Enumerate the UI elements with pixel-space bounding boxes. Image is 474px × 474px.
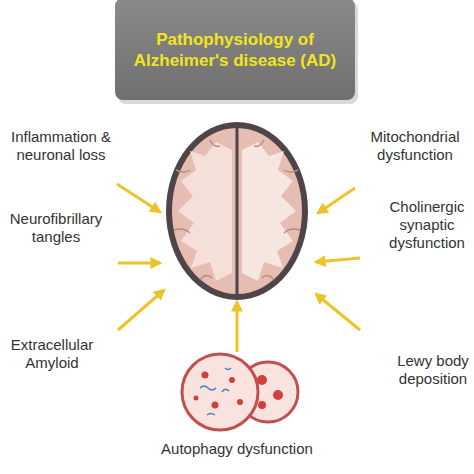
mechanism-label: Autophagy dysfunction (127, 440, 347, 458)
pointer-arrows (117, 184, 360, 352)
autophagy-cell (182, 354, 298, 430)
mechanism-label: Neurofibrillary tangles (0, 210, 112, 246)
mechanism-label: Lewy body deposition (392, 352, 474, 388)
mechanism-label: Inflammation & neuronal loss (0, 128, 122, 164)
title-box: Pathophysiology of Alzheimer's disease (… (130, 2, 340, 98)
brain-illustration (166, 122, 308, 300)
title-text: Pathophysiology of Alzheimer's disease (… (130, 29, 340, 71)
title-box (115, 0, 355, 100)
mechanism-label: Extracellular Amyloid (0, 336, 104, 372)
mechanism-label: Mitochondrial dysfunction (356, 128, 474, 164)
mechanism-label: Cholinergic synaptic dysfunction (380, 198, 474, 252)
